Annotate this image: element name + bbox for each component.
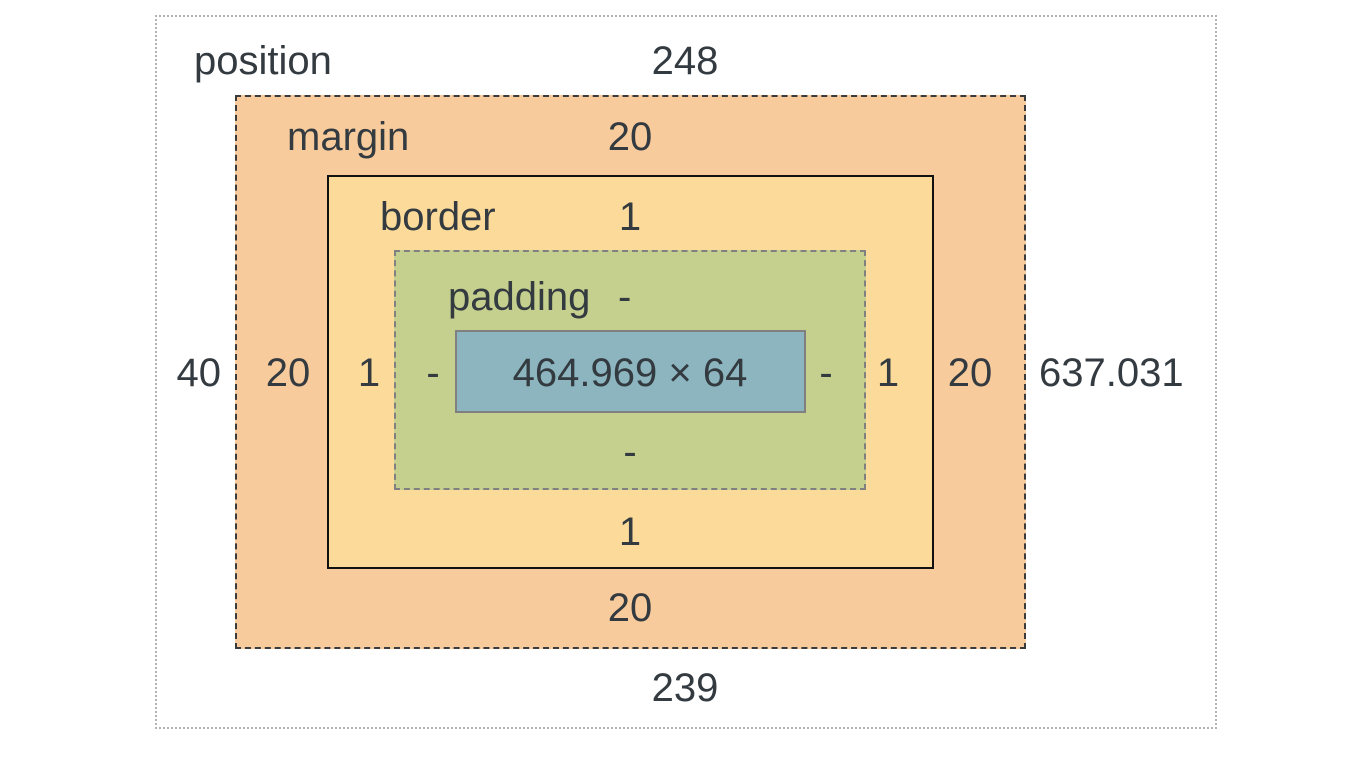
padding-left-value[interactable]: -: [426, 351, 440, 395]
border-left-value[interactable]: 1: [357, 351, 381, 395]
position-label: position: [194, 39, 332, 83]
padding-right-value[interactable]: -: [819, 351, 833, 395]
content-size-value: 464.969 × 64: [512, 351, 748, 395]
margin-left-value[interactable]: 20: [265, 351, 311, 395]
padding-bottom-value[interactable]: -: [623, 430, 637, 474]
border-top-value[interactable]: 1: [618, 195, 642, 239]
position-left-value[interactable]: 40: [176, 351, 222, 395]
padding-top-value[interactable]: -: [618, 275, 632, 319]
position-top-value[interactable]: 248: [651, 39, 719, 83]
position-bottom-value[interactable]: 239: [651, 666, 719, 710]
padding-label: padding: [448, 275, 591, 319]
border-label: border: [380, 195, 496, 239]
margin-top-value[interactable]: 20: [607, 115, 653, 159]
margin-right-value[interactable]: 20: [947, 351, 993, 395]
border-right-value[interactable]: 1: [876, 351, 900, 395]
border-bottom-value[interactable]: 1: [618, 510, 642, 554]
position-right-value[interactable]: 637.031: [1039, 351, 1184, 395]
content-box[interactable]: [455, 330, 806, 413]
margin-bottom-value[interactable]: 20: [607, 586, 653, 630]
margin-label: margin: [287, 115, 410, 159]
